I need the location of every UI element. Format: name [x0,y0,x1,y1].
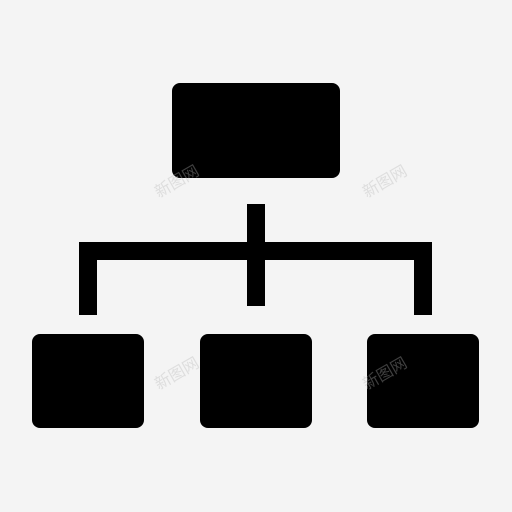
left-drop-line [79,242,97,315]
horizontal-connector-line [79,242,432,260]
bottom-left-node-box [32,334,144,428]
right-drop-line [414,242,432,315]
bottom-right-node-box [367,334,479,428]
bottom-center-node-box [200,334,312,428]
top-node-box [172,83,340,178]
